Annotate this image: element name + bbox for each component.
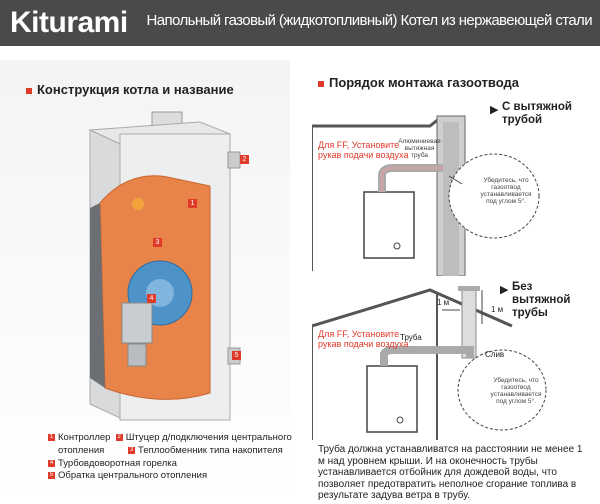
case2-dim-label: 1 м bbox=[437, 298, 450, 307]
exhaust-pipe bbox=[380, 346, 474, 366]
case2-dim-label: 1 м bbox=[491, 305, 504, 314]
case2-drain-label: Слив bbox=[485, 350, 505, 359]
callout-2: 2 bbox=[240, 155, 249, 164]
callout-5: 5 bbox=[232, 351, 241, 360]
case2-pipe-label: Труба bbox=[400, 333, 422, 342]
brand-badge bbox=[132, 198, 144, 210]
exhaust-pipe bbox=[378, 164, 443, 192]
cutaway-interior bbox=[90, 203, 105, 388]
callout-3: 3 bbox=[153, 238, 162, 247]
wall-boiler bbox=[363, 191, 415, 259]
header-bar: Kiturami Напольный газовый (жидкотопливн… bbox=[0, 0, 600, 46]
callout-4: 4 bbox=[147, 294, 156, 303]
roof-line bbox=[312, 288, 513, 328]
flue-diagram-without-chimney bbox=[312, 286, 547, 440]
burner-motor bbox=[121, 302, 153, 344]
page-title: Напольный газовый (жидкотопливный) Котел… bbox=[146, 12, 593, 29]
brand-logo: Kiturami bbox=[10, 6, 128, 39]
wall-boiler bbox=[366, 365, 418, 433]
flue-section-title: Порядок монтажа газоотвода bbox=[318, 75, 519, 90]
flue-diagram-with-chimney bbox=[312, 115, 540, 276]
boiler-illustration bbox=[88, 111, 241, 421]
arrow-icon: ▶ bbox=[490, 104, 499, 116]
angle-callout-circle bbox=[448, 153, 540, 239]
supply-fitting bbox=[227, 151, 241, 169]
rain-cap bbox=[458, 286, 480, 291]
installation-note: Труба должна устанавливатся на расстояни… bbox=[318, 444, 583, 501]
arrow-icon: ▶ bbox=[500, 284, 509, 296]
roof-line bbox=[312, 116, 441, 128]
burner-pump bbox=[127, 343, 147, 367]
construction-section-title: Конструкция котла и название bbox=[26, 82, 234, 97]
callout-1: 1 bbox=[188, 199, 197, 208]
bullet-icon bbox=[26, 87, 32, 94]
angle-callout-circle bbox=[457, 349, 547, 431]
bullet-icon bbox=[318, 80, 324, 87]
